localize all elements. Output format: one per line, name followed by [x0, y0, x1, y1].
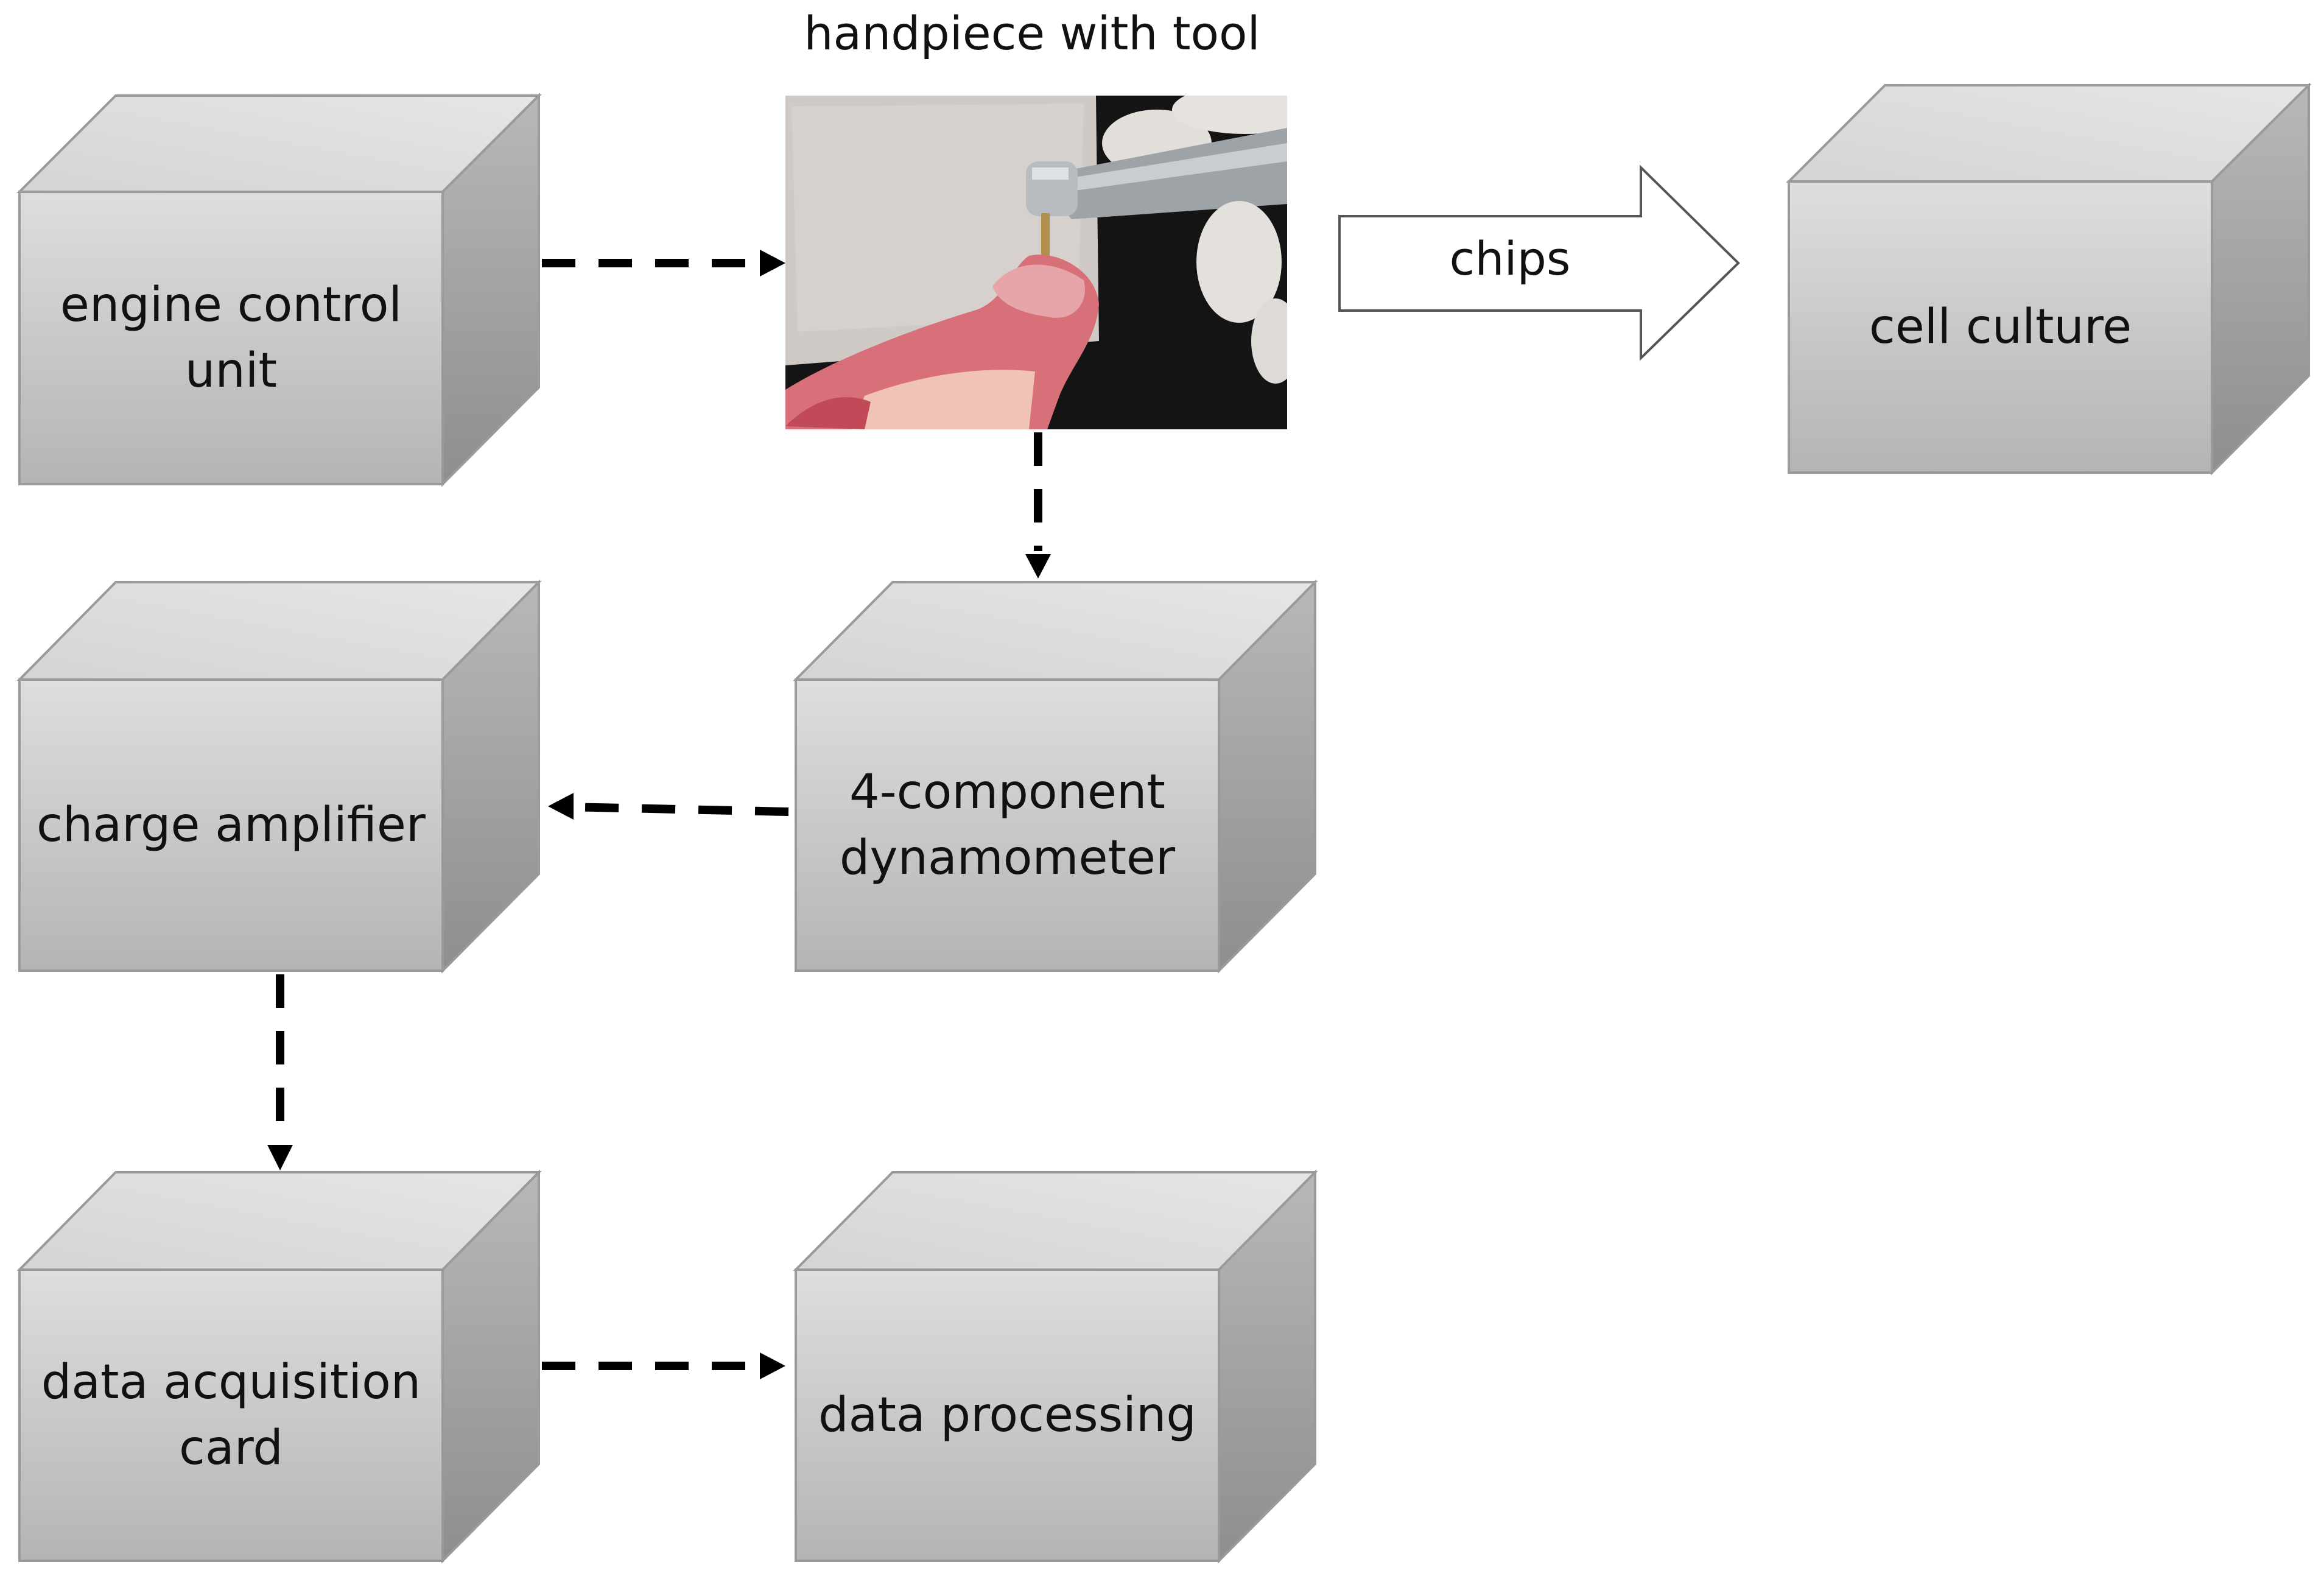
cell-culture-box: [1786, 82, 2312, 476]
engine-control-unit-label: engine control unit: [60, 278, 402, 398]
arrow-acquisition-to-processing: [542, 1353, 785, 1379]
chips-arrow: [1338, 164, 1740, 361]
chips-label: chips: [1449, 231, 1571, 286]
data-processing-box: [793, 1169, 1318, 1564]
charge-amplifier-box: [16, 579, 542, 974]
arrow-engine-to-handpiece: [542, 250, 785, 276]
data-acquisition-card-box: [16, 1169, 542, 1564]
handpiece-photo: [785, 96, 1287, 429]
dynamometer-label: 4-component dynamometer: [839, 765, 1176, 885]
charge-amplifier-label: charge amplifier: [37, 798, 426, 853]
arrow-amplifier-to-acquisition: [267, 974, 293, 1170]
cell-culture-label: cell culture: [1869, 300, 2132, 354]
dynamometer-box: [793, 579, 1318, 974]
photo-title-label: handpiece with tool: [804, 6, 1260, 60]
arrow-dynamometer-to-amplifier: [548, 793, 789, 820]
data-processing-label: data processing: [818, 1388, 1196, 1443]
engine-control-unit-box: [16, 93, 542, 487]
data-acquisition-card-label: data acquisition card: [41, 1355, 421, 1476]
arrow-handpiece-to-dynamometer: [1025, 432, 1051, 579]
